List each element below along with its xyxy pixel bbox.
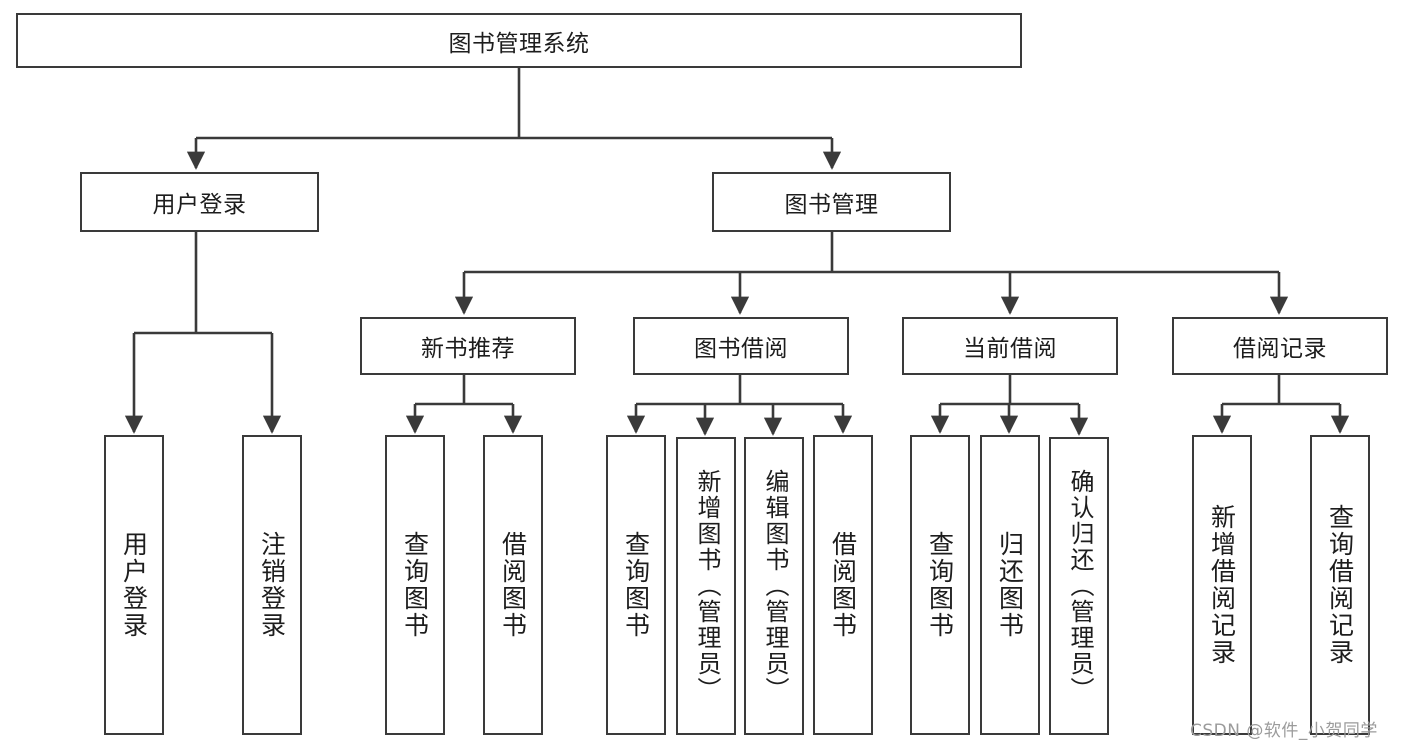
leaf-user-login-1[interactable]: 用户登录: [104, 435, 164, 735]
node-book-borrow[interactable]: 图书借阅: [633, 317, 849, 375]
node-current-borrow[interactable]: 当前借阅: [902, 317, 1118, 375]
leaf-borrow-1-label: 查询图书: [621, 531, 651, 639]
leaf-current-2-label: 归还图书: [995, 531, 1025, 639]
leaf-new-book-2[interactable]: 借阅图书: [483, 435, 543, 735]
leaf-current-3[interactable]: 确认归还（管理员）: [1049, 437, 1109, 735]
node-user-login[interactable]: 用户登录: [80, 172, 319, 232]
leaf-record-2[interactable]: 查询借阅记录: [1310, 435, 1370, 735]
node-book-management-label: 图书管理: [784, 192, 879, 218]
node-root-label: 图书管理系统: [448, 30, 590, 57]
leaf-user-login-2[interactable]: 注销登录: [242, 435, 302, 735]
leaf-record-1-label: 新增借阅记录: [1207, 504, 1237, 666]
leaf-current-1-label: 查询图书: [925, 531, 955, 639]
node-borrow-record-label: 借阅记录: [1233, 336, 1327, 362]
leaf-new-book-1[interactable]: 查询图书: [385, 435, 445, 735]
leaf-borrow-3-label: 编辑图书（管理员）: [760, 469, 789, 703]
node-book-borrow-label: 图书借阅: [694, 336, 788, 362]
node-new-book-recommend-label: 新书推荐: [421, 336, 515, 362]
leaf-current-1[interactable]: 查询图书: [910, 435, 970, 735]
leaf-borrow-4[interactable]: 借阅图书: [813, 435, 873, 735]
node-new-book-recommend[interactable]: 新书推荐: [360, 317, 576, 375]
watermark-text: CSDN @软件_小贺同学: [1190, 721, 1378, 741]
node-current-borrow-label: 当前借阅: [963, 336, 1057, 362]
leaf-borrow-2[interactable]: 新增图书（管理员）: [676, 437, 736, 735]
leaf-borrow-3[interactable]: 编辑图书（管理员）: [744, 437, 804, 735]
node-borrow-record[interactable]: 借阅记录: [1172, 317, 1388, 375]
leaf-user-login-2-label: 注销登录: [257, 531, 287, 639]
leaf-borrow-2-label: 新增图书（管理员）: [692, 469, 721, 703]
node-book-management[interactable]: 图书管理: [712, 172, 951, 232]
leaf-record-1[interactable]: 新增借阅记录: [1192, 435, 1252, 735]
node-root[interactable]: 图书管理系统: [16, 13, 1022, 68]
leaf-borrow-1[interactable]: 查询图书: [606, 435, 666, 735]
leaf-current-2[interactable]: 归还图书: [980, 435, 1040, 735]
node-user-login-label: 用户登录: [152, 192, 247, 218]
leaf-user-login-1-label: 用户登录: [119, 531, 149, 639]
leaf-borrow-4-label: 借阅图书: [828, 531, 858, 639]
leaf-current-3-label: 确认归还（管理员）: [1065, 469, 1094, 703]
leaf-record-2-label: 查询借阅记录: [1325, 504, 1355, 666]
leaf-new-book-1-label: 查询图书: [400, 531, 430, 639]
leaf-new-book-2-label: 借阅图书: [498, 531, 528, 639]
